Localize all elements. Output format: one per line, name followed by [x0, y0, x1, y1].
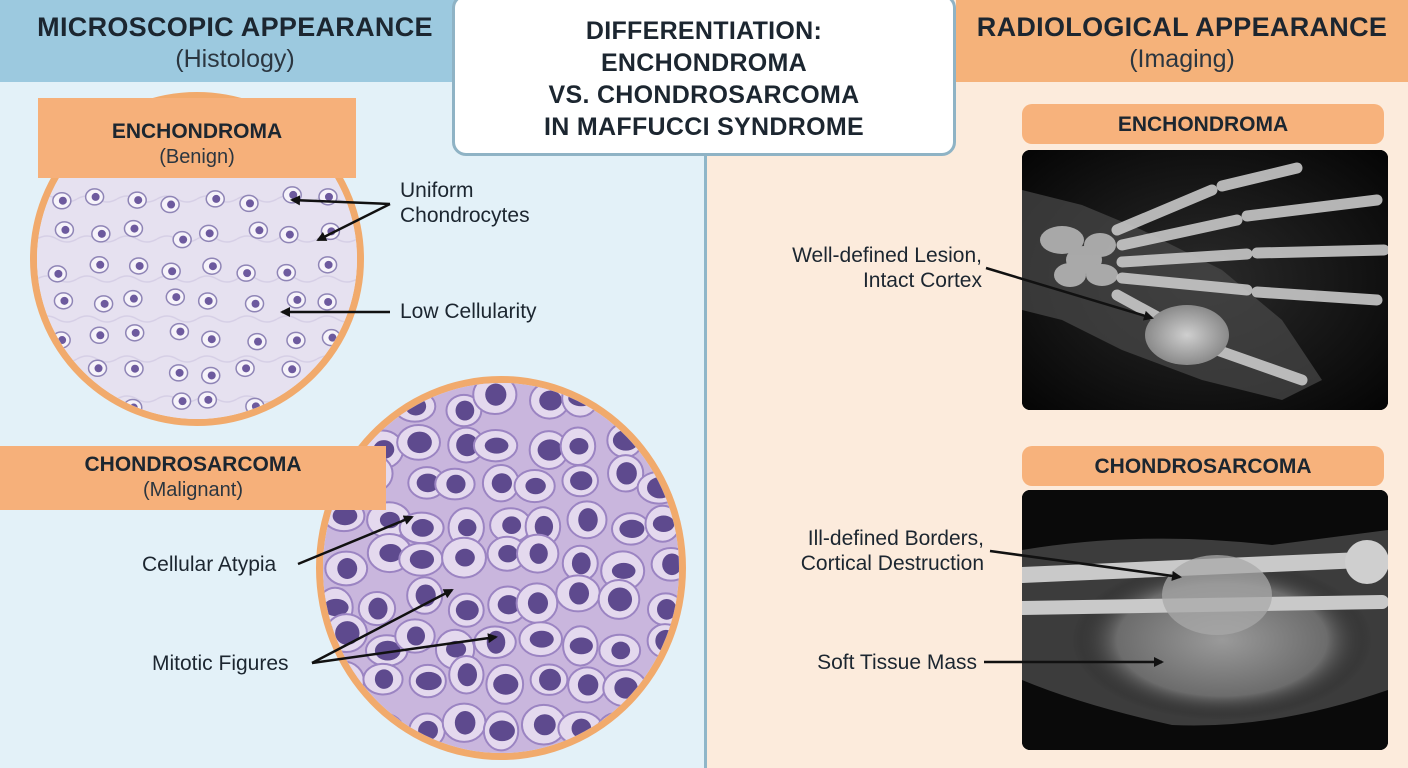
- label-uniform-line1: Uniform: [400, 179, 474, 202]
- label-ill-line1: Ill-defined Borders,: [807, 527, 984, 550]
- chondrosarcoma-histology-title: CHONDROSARCOMA: [84, 453, 302, 476]
- label-soft-tissue-mass: Soft Tissue Mass: [817, 651, 977, 674]
- title-line-3: VS. CHONDROSARCOMA: [548, 81, 860, 109]
- chondrosarcoma-histology-image: [316, 376, 686, 760]
- chondrosarcoma-histology-band: CHONDROSARCOMA (Malignant): [0, 446, 386, 510]
- label-ill-defined-borders: Ill-defined Borders, Cortical Destructio…: [730, 526, 984, 576]
- histology-header: MICROSCOPIC APPEARANCE (Histology): [0, 0, 470, 82]
- enchondroma-imaging-pill: ENCHONDROMA: [1022, 104, 1384, 144]
- label-mitotic-figures: Mitotic Figures: [152, 652, 289, 675]
- label-well-defined-lesion: Well-defined Lesion, Intact Cortex: [730, 243, 982, 293]
- title-line-4: IN MAFFUCCI SYNDROME: [544, 113, 864, 141]
- imaging-header: RADIOLOGICAL APPEARANCE (Imaging): [956, 0, 1408, 82]
- label-ill-line2: Cortical Destruction: [800, 552, 984, 575]
- title-line-1: DIFFERENTIATION:: [585, 17, 823, 45]
- label-uniform-line2: Chondrocytes: [400, 204, 530, 227]
- imaging-header-title: RADIOLOGICAL APPEARANCE: [976, 12, 1388, 42]
- histology-header-title: MICROSCOPIC APPEARANCE: [37, 12, 433, 42]
- label-well-line1: Well-defined Lesion,: [792, 244, 982, 267]
- panel-divider: [704, 150, 707, 768]
- chondrosarcoma-imaging-pill: CHONDROSARCOMA: [1022, 446, 1384, 486]
- label-low-cellularity: Low Cellularity: [400, 300, 537, 323]
- enchondroma-histology-subtitle: (Benign): [159, 146, 235, 168]
- label-uniform-chondrocytes: Uniform Chondrocytes: [400, 178, 530, 228]
- main-title-box: DIFFERENTIATION: ENCHONDROMA VS. CHONDRO…: [452, 0, 956, 156]
- chondrosarcoma-histology-subtitle: (Malignant): [142, 479, 244, 501]
- enchondroma-xray-image: [1022, 150, 1388, 410]
- title-line-2: ENCHONDROMA: [600, 49, 808, 77]
- imaging-header-subtitle: (Imaging): [1129, 45, 1235, 73]
- enchondroma-histology-title: ENCHONDROMA: [111, 120, 283, 143]
- label-well-line2: Intact Cortex: [862, 269, 982, 292]
- enchondroma-histology-band: ENCHONDROMA (Benign): [38, 98, 356, 178]
- histology-header-subtitle: (Histology): [175, 45, 295, 73]
- label-cellular-atypia: Cellular Atypia: [142, 553, 277, 576]
- chondrosarcoma-xray-image: [1022, 490, 1388, 750]
